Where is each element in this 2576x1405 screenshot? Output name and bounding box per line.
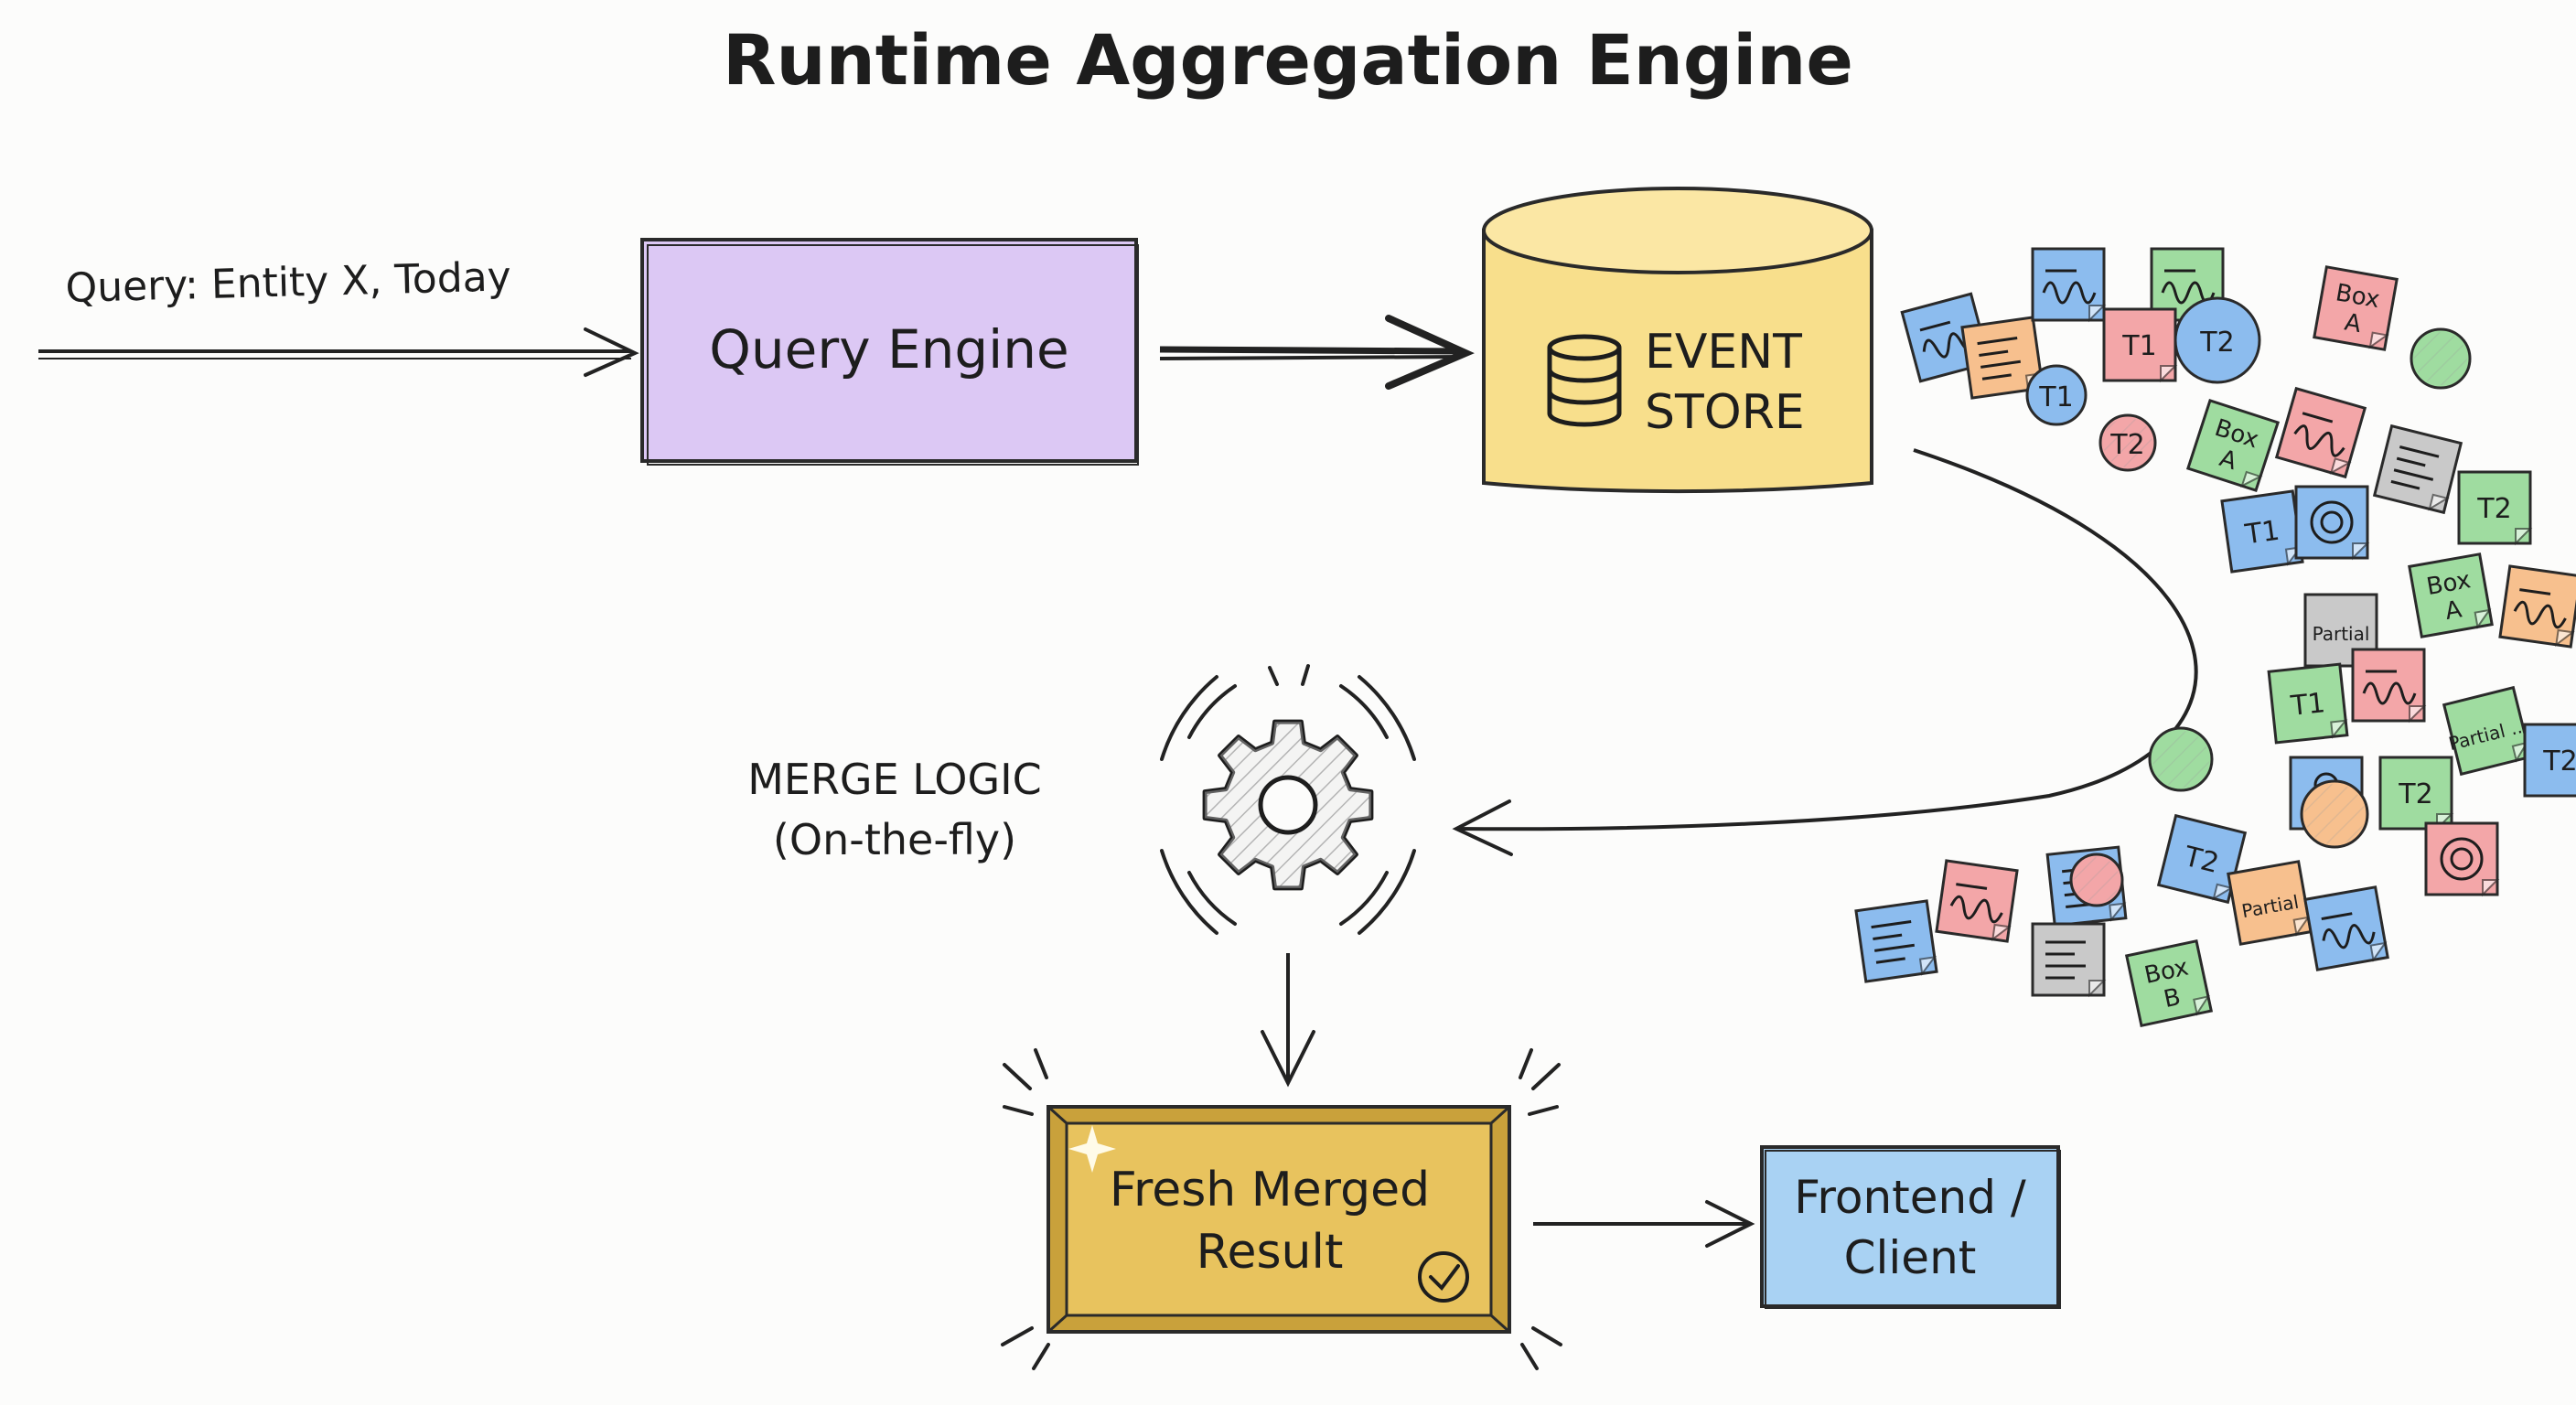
query-engine-box: Query Engine [640,238,1139,466]
fragment-note [2424,821,2500,897]
fragment-note: T1 [2102,307,2178,383]
fragment-label: T2 [2199,327,2234,359]
glow-lines [1001,1048,1562,1370]
fragment-note [2031,247,2107,323]
frontend-line2: Client [1844,1231,1977,1284]
fragment-label: A [2443,595,2464,626]
fragment-note: Partial [2227,860,2313,946]
sparkle-icon [1068,1125,1116,1173]
fragment-note [2294,485,2370,561]
event-store: EVENT STORE [1482,187,1873,494]
fragment-note: T2 [2378,756,2454,831]
fragment-note [2351,648,2427,724]
fresh-merged-result: Fresh Merged Result [1001,1048,1562,1370]
event-store-line2: STORE [1645,385,1805,440]
fragment-note: T2 [2098,413,2157,472]
fragment-label: Partial [2313,623,2370,645]
fragment-note [2300,779,2369,849]
event-store-line1: EVENT [1645,325,1802,380]
fragment-note: T1 [2267,662,2349,745]
fragment-note: T1 [2025,364,2088,426]
database-icon [1547,334,1622,427]
frontend-client-box: Frontend / Client [1760,1145,2061,1309]
fragment-note [2274,386,2367,479]
engine-to-store-arrow [1159,315,1475,390]
fragment-note: T2 [2457,470,2533,546]
gear-motion-lines [1160,664,1416,935]
fragment-label: A [2343,308,2364,338]
fragment-label: T1 [2121,330,2156,362]
gear-icon [1202,719,1374,891]
merge-logic-line2: (On-the-fly) [773,815,1016,864]
fragment-label: T2 [2398,778,2432,810]
fragment-note: T2 [2523,723,2576,798]
fragment-note [2148,726,2214,792]
merge-to-result-arrow [1261,953,1315,1088]
merge-logic-line1: MERGE LOGIC [747,755,1042,804]
fragment-label: B [2162,983,2184,1014]
query-engine-label: Query Engine [709,318,1068,381]
fragment-note [2498,564,2576,649]
fragment-label: T2 [2542,745,2576,778]
fragment-label: T2 [2109,429,2144,461]
fragment-label: T1 [2289,687,2327,723]
query-label: Query: Entity X, Today [65,253,511,312]
query-arrowhead [584,327,639,377]
fragment-note [2031,922,2107,998]
fragment-label: T1 [2038,381,2073,413]
result-to-frontend-arrow [1533,1200,1755,1248]
merge-logic: MERGE LOGIC (On-the-fly) [747,664,1416,935]
diagram-title: Runtime Aggregation Engine [723,19,1853,101]
fragment-label: T2 [2476,493,2511,525]
result-line2: Result [1197,1225,1344,1280]
query-input: Query: Entity X, Today [38,253,639,377]
fragment-label: T1 [2242,515,2281,552]
fragment-note [2069,853,2124,907]
result-line1: Fresh Merged [1110,1163,1430,1217]
fragment-note: T2 [2174,296,2261,384]
fragment-note [1935,859,2019,943]
fragment-note [1854,899,1938,983]
event-fragments: T1T1T2T2BoxABoxAT2T1BoxAPartialT1Partial… [1854,247,2576,1028]
fragment-note [2410,327,2472,390]
fragment-note [2372,424,2463,515]
fragment-note: Partial ... [2442,685,2533,777]
frontend-line1: Frontend / [1794,1171,2026,1224]
check-circle-icon [1418,1251,1469,1303]
fragment-note: T2 [2156,813,2248,905]
fragment-note [2303,885,2389,971]
store-to-merge-arrow [1452,448,2198,856]
fragment-note: T1 [2220,489,2304,574]
